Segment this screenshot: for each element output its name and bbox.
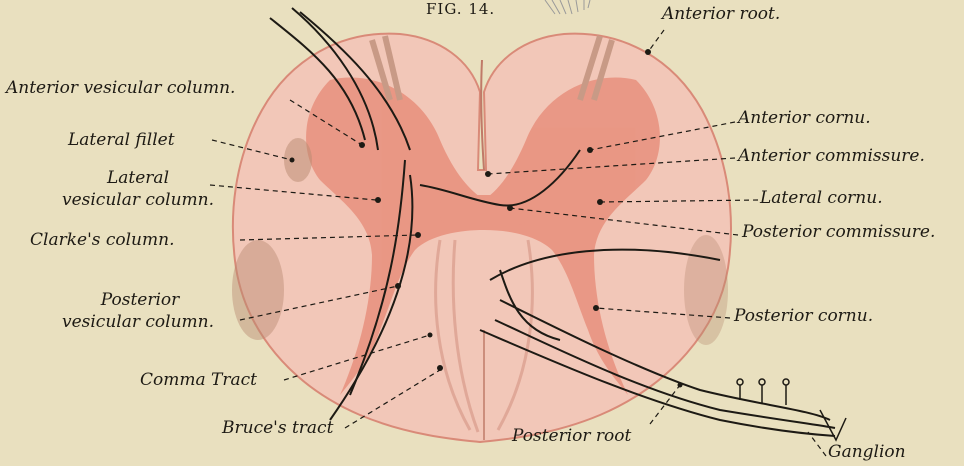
label-anterior-commissure: Anterior commissure. — [738, 146, 925, 166]
label-lateral-vesicular-column-2: vesicular column. — [38, 190, 238, 210]
label-lateral-vesicular-column-1: Lateral — [58, 168, 218, 188]
label-posterior-vesicular-column-1: Posterior — [60, 290, 220, 310]
label-anterior-cornu: Anterior cornu. — [738, 108, 871, 128]
figure-title: FIG. 14. — [426, 0, 495, 18]
label-comma-tract: Comma Tract — [140, 370, 257, 390]
label-ganglion: Ganglion — [828, 442, 906, 462]
label-anterior-vesicular-column: Anterior vesicular column. — [6, 78, 235, 98]
label-anterior-root: Anterior root. — [662, 4, 780, 24]
label-lateral-fillet: Lateral fillet — [68, 130, 175, 150]
label-posterior-commissure: Posterior commissure. — [742, 222, 935, 242]
label-posterior-cornu: Posterior cornu. — [734, 306, 873, 326]
label-lateral-cornu: Lateral cornu. — [760, 188, 883, 208]
label-clarkes-column: Clarke's column. — [30, 230, 174, 250]
label-posterior-vesicular-column-2: vesicular column. — [38, 312, 238, 332]
label-bruces-tract: Bruce's tract — [222, 418, 333, 438]
label-posterior-root: Posterior root — [512, 426, 631, 446]
